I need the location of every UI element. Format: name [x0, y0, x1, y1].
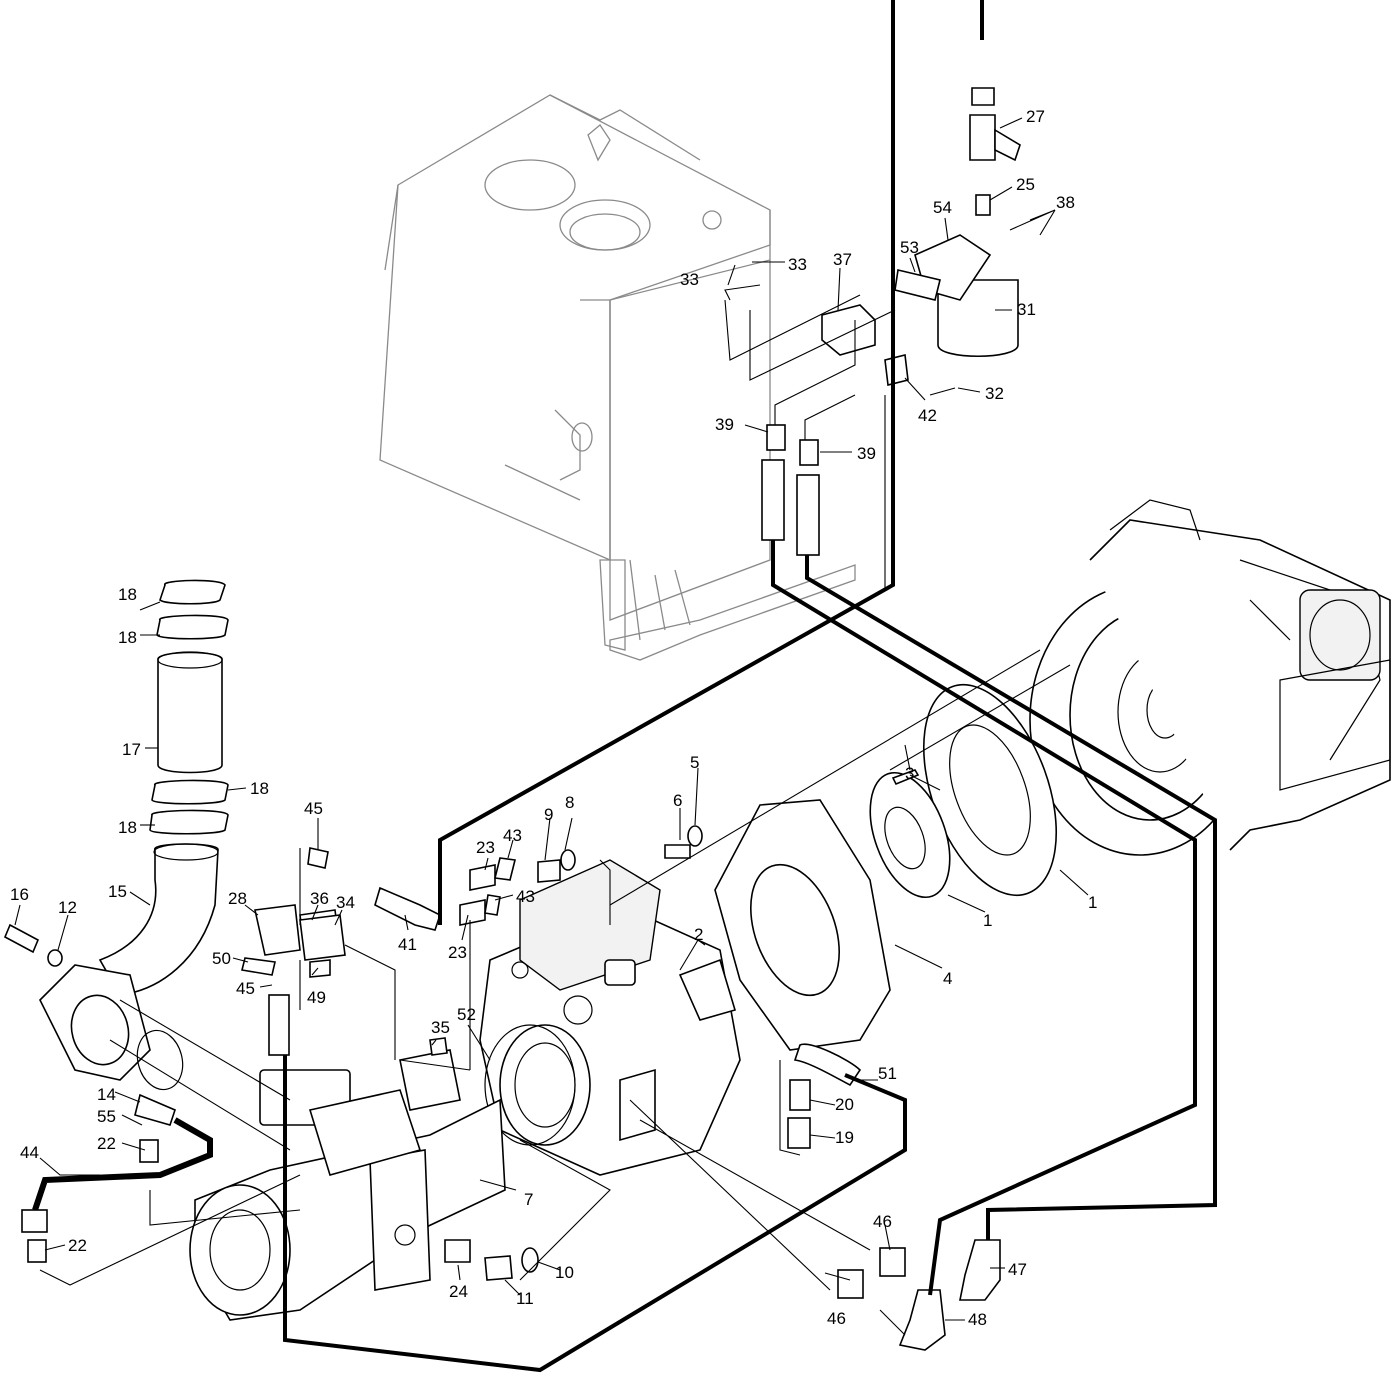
- callout-18c: 18: [250, 779, 269, 798]
- callout-38: 38: [1056, 193, 1075, 212]
- callout-51: 51: [878, 1064, 897, 1083]
- callout-42: 42: [918, 406, 937, 425]
- callout-52: 52: [457, 1005, 476, 1024]
- callout-43b: 43: [516, 887, 535, 906]
- assembly-lines: [39, 284, 1071, 1336]
- filter-assembly: [821, 87, 1021, 386]
- callout-32: 32: [985, 384, 1004, 403]
- callout-45a: 45: [304, 799, 323, 818]
- callout-18d: 18: [118, 818, 137, 837]
- fittings: [3, 424, 1001, 1351]
- callout-5: 5: [690, 753, 699, 772]
- callout-34: 34: [336, 893, 355, 912]
- hose-routing-lines: [283, 0, 1217, 1373]
- callout-12: 12: [58, 898, 77, 917]
- callout-45b: 45: [236, 979, 255, 998]
- suction-hose: [39, 579, 229, 1091]
- callout-55: 55: [97, 1107, 116, 1126]
- coupling-assembly: [714, 683, 1058, 1051]
- callout-39b: 39: [857, 444, 876, 463]
- secondary-pump: [189, 1049, 506, 1321]
- callout-9: 9: [544, 805, 553, 824]
- main-pump: [479, 859, 741, 1176]
- callout-2: 2: [694, 925, 703, 944]
- callout-1b: 1: [983, 911, 992, 930]
- callout-18b: 18: [118, 628, 137, 647]
- callout-25: 25: [1016, 175, 1035, 194]
- callout-54: 54: [933, 198, 952, 217]
- callout-17: 17: [122, 740, 141, 759]
- callout-50: 50: [212, 949, 231, 968]
- callout-47: 47: [1008, 1260, 1027, 1279]
- callout-46a: 46: [873, 1212, 892, 1231]
- callout-leaders: [14, 117, 1089, 1321]
- callout-22a: 22: [97, 1134, 116, 1153]
- callout-49: 49: [307, 988, 326, 1007]
- callout-31: 31: [1017, 300, 1036, 319]
- callout-15: 15: [108, 882, 127, 901]
- callout-22b: 22: [68, 1236, 87, 1255]
- callout-labels: 27 25 38 54 53 37 33 33 31 32 42 39 39 1…: [10, 107, 1097, 1329]
- callout-37: 37: [833, 250, 852, 269]
- callout-44: 44: [20, 1143, 39, 1162]
- engine-housing: [1029, 499, 1391, 856]
- chassis-frame: [379, 94, 856, 661]
- callout-6: 6: [673, 791, 682, 810]
- callout-24: 24: [449, 1282, 468, 1301]
- callout-10: 10: [555, 1263, 574, 1282]
- callout-14: 14: [97, 1085, 116, 1104]
- callout-3: 3: [905, 764, 914, 783]
- callout-7: 7: [524, 1190, 533, 1209]
- callout-20: 20: [835, 1095, 854, 1114]
- callout-41: 41: [398, 935, 417, 954]
- callout-48: 48: [968, 1310, 987, 1329]
- callout-23b: 23: [448, 943, 467, 962]
- callout-46b: 46: [827, 1309, 846, 1328]
- callout-36: 36: [310, 889, 329, 908]
- callout-1a: 1: [1088, 893, 1097, 912]
- callout-28: 28: [228, 889, 247, 908]
- callout-43a: 43: [503, 826, 522, 845]
- callout-35: 35: [431, 1018, 450, 1037]
- callout-8: 8: [565, 793, 574, 812]
- callout-27: 27: [1026, 107, 1045, 126]
- callout-33b: 33: [788, 255, 807, 274]
- callout-4: 4: [943, 969, 952, 988]
- callout-16: 16: [10, 885, 29, 904]
- callout-39a: 39: [715, 415, 734, 434]
- callout-11: 11: [516, 1289, 534, 1308]
- callout-19: 19: [835, 1128, 854, 1147]
- callout-23a: 23: [476, 838, 495, 857]
- callout-33a: 33: [680, 270, 699, 289]
- callout-53: 53: [900, 238, 919, 257]
- callout-18a: 18: [118, 585, 137, 604]
